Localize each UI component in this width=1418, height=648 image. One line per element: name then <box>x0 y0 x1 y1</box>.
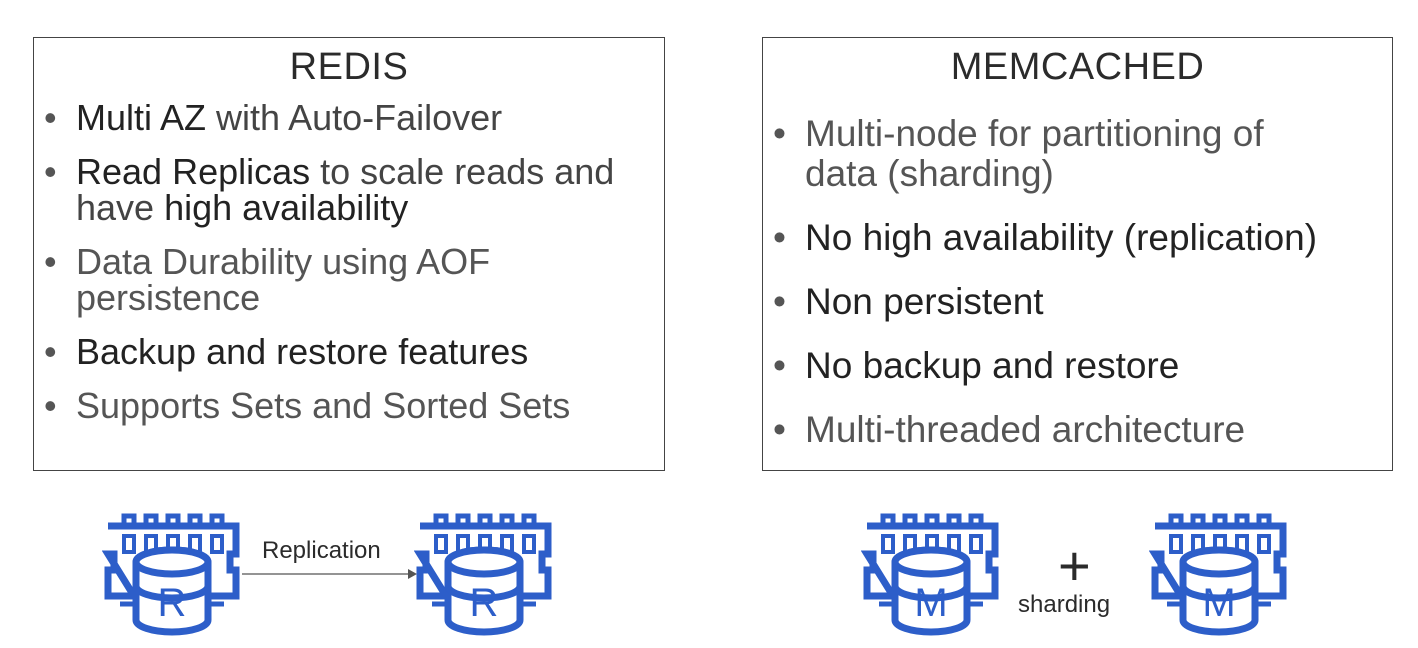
memory-pin <box>946 513 962 526</box>
database-cylinder-top <box>891 546 971 578</box>
replication-arrow <box>242 569 417 579</box>
redis-item-durability-line2: persistence <box>76 277 261 318</box>
memory-pin <box>187 513 203 526</box>
redis-item-multi-az: Multi AZ with Auto-Failover <box>34 97 664 138</box>
elasticache-node-glyph <box>1149 513 1287 636</box>
redis-item-backup: Backup and restore features <box>34 334 664 371</box>
memory-contact <box>522 534 536 554</box>
memcached-node-icon-2: M <box>1149 513 1287 636</box>
plus-icon: + <box>1058 534 1091 597</box>
elasticache-node-glyph <box>102 513 240 636</box>
redis-node-icon-primary: R <box>102 513 240 636</box>
memcached-item-multi-threaded: Multi-threaded architecture <box>763 410 1392 451</box>
memory-pin <box>521 513 537 526</box>
memcached-item-no-backup: No backup and restore <box>763 346 1392 387</box>
memory-contact <box>122 534 136 554</box>
redis-item-read-replicas-strong2: high availability <box>164 187 409 228</box>
memory-pin <box>477 513 493 526</box>
redis-item-read-replicas-rest2: have <box>76 187 165 228</box>
memcached-item-non-persistent: Non persistent <box>763 282 1392 323</box>
memcached-node-letter-2: M <box>1202 581 1235 625</box>
memory-pin <box>1234 513 1250 526</box>
redis-panel: REDIS Multi AZ with Auto-Failover Read R… <box>33 37 665 471</box>
database-cylinder-top <box>444 546 524 578</box>
memory-pin <box>880 513 896 526</box>
memory-contact <box>1169 534 1183 554</box>
memory-pin <box>499 513 515 526</box>
redis-item-durability-line1: Data Durability using AOF <box>76 241 491 282</box>
redis-item-sets: Supports Sets and Sorted Sets <box>34 388 664 425</box>
memory-module-frame <box>1149 522 1287 600</box>
redis-node-letter-replica: R <box>470 581 499 625</box>
memory-contact <box>434 534 448 554</box>
redis-title: REDIS <box>289 46 409 88</box>
memory-pin <box>455 513 471 526</box>
memcached-node-icon-1: M <box>861 513 999 636</box>
replication-arrowhead <box>408 569 417 579</box>
memory-module-frame <box>414 522 552 600</box>
memory-contact <box>210 534 224 554</box>
memory-pin <box>968 513 984 526</box>
memcached-title: MEMCACHED <box>950 46 1205 88</box>
memory-pin <box>1212 513 1228 526</box>
replication-label: Replication <box>262 537 381 564</box>
memcached-item-no-ha: No high availability (replication) <box>763 218 1392 259</box>
memory-contact <box>969 534 983 554</box>
database-cylinder-band <box>891 585 971 602</box>
memcached-node-letter-1: M <box>914 581 947 625</box>
database-cylinder-band <box>444 585 524 602</box>
redis-feature-list: Multi AZ with Auto-Failover Read Replica… <box>34 97 664 425</box>
redis-node-icon-replica: R <box>414 513 552 636</box>
memory-pin <box>121 513 137 526</box>
database-cylinder-top <box>1179 546 1259 578</box>
sharding-label: sharding <box>1018 591 1111 618</box>
redis-node-letter-primary: R <box>158 581 187 625</box>
redis-item-multi-az-strong: Multi AZ <box>76 97 207 138</box>
database-cylinder-top <box>132 546 212 578</box>
elasticache-node-glyph <box>861 513 999 636</box>
memory-pin <box>1256 513 1272 526</box>
memory-module-frame <box>861 522 999 600</box>
memcached-item-multi-node-line1: Multi-node for partitioning of <box>805 113 1264 154</box>
memory-module-frame <box>102 522 240 600</box>
memory-pin <box>924 513 940 526</box>
memcached-panel: MEMCACHED Multi-node for partitioning of… <box>762 37 1393 471</box>
memory-pin <box>433 513 449 526</box>
memory-pin <box>143 513 159 526</box>
memory-pin <box>209 513 225 526</box>
redis-item-read-replicas-rest1: to scale reads and <box>310 151 615 192</box>
memory-pin <box>902 513 918 526</box>
redis-item-read-replicas-strong: Read Replicas <box>76 151 311 192</box>
database-cylinder-band <box>132 585 212 602</box>
database-cylinder-band <box>1179 585 1259 602</box>
memory-pin <box>1168 513 1184 526</box>
memory-contact <box>1257 534 1271 554</box>
elasticache-node-glyph <box>414 513 552 636</box>
memcached-item-multi-node-line2: data (sharding) <box>805 153 1054 194</box>
memory-contact <box>881 534 895 554</box>
memory-pin <box>165 513 181 526</box>
redis-item-multi-az-rest: with Auto-Failover <box>206 97 503 138</box>
redis-item-read-replicas: Read Replicas to scale reads and have hig… <box>34 154 664 226</box>
memory-pin <box>1190 513 1206 526</box>
